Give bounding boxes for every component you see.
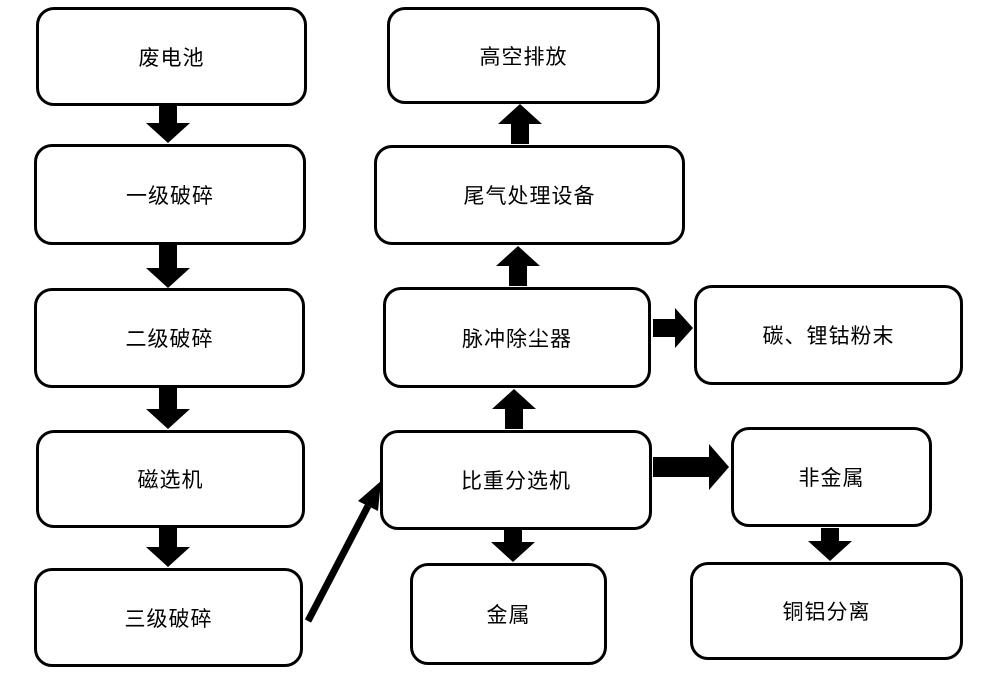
node-high-altitude-discharge: 高空排放 <box>387 7 660 104</box>
node-label-high-altitude-discharge: 高空排放 <box>479 44 568 69</box>
arrow-tertiary-crushing-to-gravity-separator-head <box>358 481 381 511</box>
arrow-gravity-separator-to-metal <box>491 529 535 562</box>
node-label-magnetic-separator: 磁选机 <box>137 468 204 492</box>
node-label-waste-battery: 废电池 <box>138 45 205 70</box>
node-non-metal: 非金属 <box>731 427 932 527</box>
node-copper-aluminum-separation: 铜铝分离 <box>690 562 963 660</box>
arrow-waste-battery-to-primary-crushing <box>146 106 190 143</box>
arrow-pulse-dust-collector-to-tail-gas-treatment <box>496 246 540 286</box>
arrow-non-metal-to-copper-aluminum-separation <box>808 528 852 561</box>
node-label-gravity-separator: 比重分选机 <box>461 469 571 493</box>
node-label-non-metal: 非金属 <box>798 466 865 490</box>
node-metal: 金属 <box>410 563 607 665</box>
node-tertiary-crushing: 三级破碎 <box>34 568 303 667</box>
node-label-tail-gas-treatment: 尾气处理设备 <box>463 184 596 208</box>
arrow-secondary-crushing-to-magnetic-separator <box>146 388 190 429</box>
node-label-tertiary-crushing: 三级破碎 <box>124 606 213 631</box>
node-label-primary-crushing: 一级破碎 <box>126 183 214 208</box>
node-primary-crushing: 一级破碎 <box>34 144 306 245</box>
node-label-secondary-crushing: 二级破碎 <box>125 327 214 351</box>
arrow-tail-gas-treatment-to-high-altitude-discharge <box>498 104 542 144</box>
arrow-gravity-separator-to-non-metal <box>653 444 729 490</box>
node-label-carbon-lithium-cobalt-powder: 碳、锂钴粉末 <box>762 324 895 348</box>
node-label-copper-aluminum-separation: 铜铝分离 <box>782 600 871 624</box>
arrow-tertiary-crushing-to-gravity-separator-shaft <box>304 504 372 623</box>
node-secondary-crushing: 二级破碎 <box>34 288 305 388</box>
arrow-pulse-dust-collector-to-carbon-powder <box>653 308 693 348</box>
node-carbon-lithium-cobalt-powder: 碳、锂钴粉末 <box>694 285 963 385</box>
node-waste-battery: 废电池 <box>36 7 307 106</box>
arrow-primary-to-secondary-crushing <box>146 245 190 288</box>
node-gravity-separator: 比重分选机 <box>380 430 652 530</box>
arrow-magnetic-separator-to-tertiary-crushing <box>146 528 190 567</box>
node-label-pulse-dust-collector: 脉冲除尘器 <box>462 326 572 351</box>
arrow-gravity-separator-to-pulse-dust-collector <box>492 389 536 429</box>
node-magnetic-separator: 磁选机 <box>36 430 305 528</box>
node-label-metal: 金属 <box>486 603 531 627</box>
node-pulse-dust-collector: 脉冲除尘器 <box>383 287 651 388</box>
node-tail-gas-treatment: 尾气处理设备 <box>374 145 685 245</box>
